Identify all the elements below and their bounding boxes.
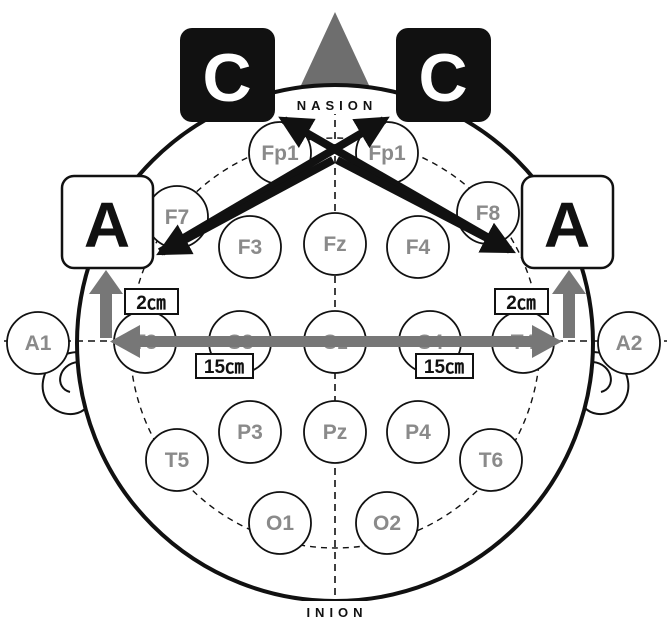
electrode-f3 [218,215,282,279]
nose-triangle [296,12,374,96]
label-fz: Fz [323,233,346,256]
arrow-to-left-a [156,156,335,256]
marker-c-left-text: C [202,40,251,116]
electrode-fz [303,212,367,276]
label-t5: T5 [165,449,190,472]
measure-15cm-right: 15㎝ [415,353,474,379]
marker-c-left: C [180,28,275,122]
marker-c-right: C [396,28,491,122]
measure-15cm-left-text: 15㎝ [204,357,244,378]
measure-15cm-left: 15㎝ [195,353,254,379]
electrode-o2 [355,491,419,555]
gray-horizontal-arrow [110,325,562,358]
label-f3: F3 [238,236,263,259]
measure-15cm-right-text: 15㎝ [424,357,464,378]
arrow-to-right-a [335,156,516,254]
inion-label: INION [306,605,367,620]
label-p4: P4 [405,421,431,444]
measure-2cm-right: 2㎝ [494,288,549,315]
electrode-t6 [459,428,523,492]
left-up-arrow [89,270,123,338]
marker-a-right-text: A [544,189,590,261]
electrode-pz [303,400,367,464]
black-crossing-arrows [156,116,516,256]
electrode-p3 [218,400,282,464]
electrode-f4 [386,215,450,279]
measure-2cm-left-text: 2㎝ [136,293,166,314]
marker-a-left: A [60,174,155,270]
nasion-label: NASION [297,98,378,113]
label-f7: F7 [165,206,190,229]
label-pz: Pz [323,421,348,444]
label-o1: O1 [266,512,294,535]
electrode-p4 [386,400,450,464]
electrode-a1 [6,311,70,375]
label-t6: T6 [479,449,504,472]
electrode-o1 [248,491,312,555]
right-up-arrow [552,270,586,338]
label-o2: O2 [373,512,401,535]
label-f4: F4 [406,236,431,259]
marker-a-left-text: A [84,189,130,261]
label-f8: F8 [476,202,501,225]
label-a1: A1 [25,332,52,355]
measure-2cm-right-text: 2㎝ [506,293,536,314]
electrode-t5 [145,428,209,492]
marker-a-right: A [520,174,615,270]
marker-c-right-text: C [418,40,467,116]
electrode-a2 [597,311,661,375]
label-fp1-left: Fp1 [261,142,299,165]
label-p3: P3 [237,421,263,444]
measure-2cm-left: 2㎝ [124,288,179,315]
label-a2: A2 [616,332,643,355]
label-fp1-right: Fp1 [368,142,406,165]
